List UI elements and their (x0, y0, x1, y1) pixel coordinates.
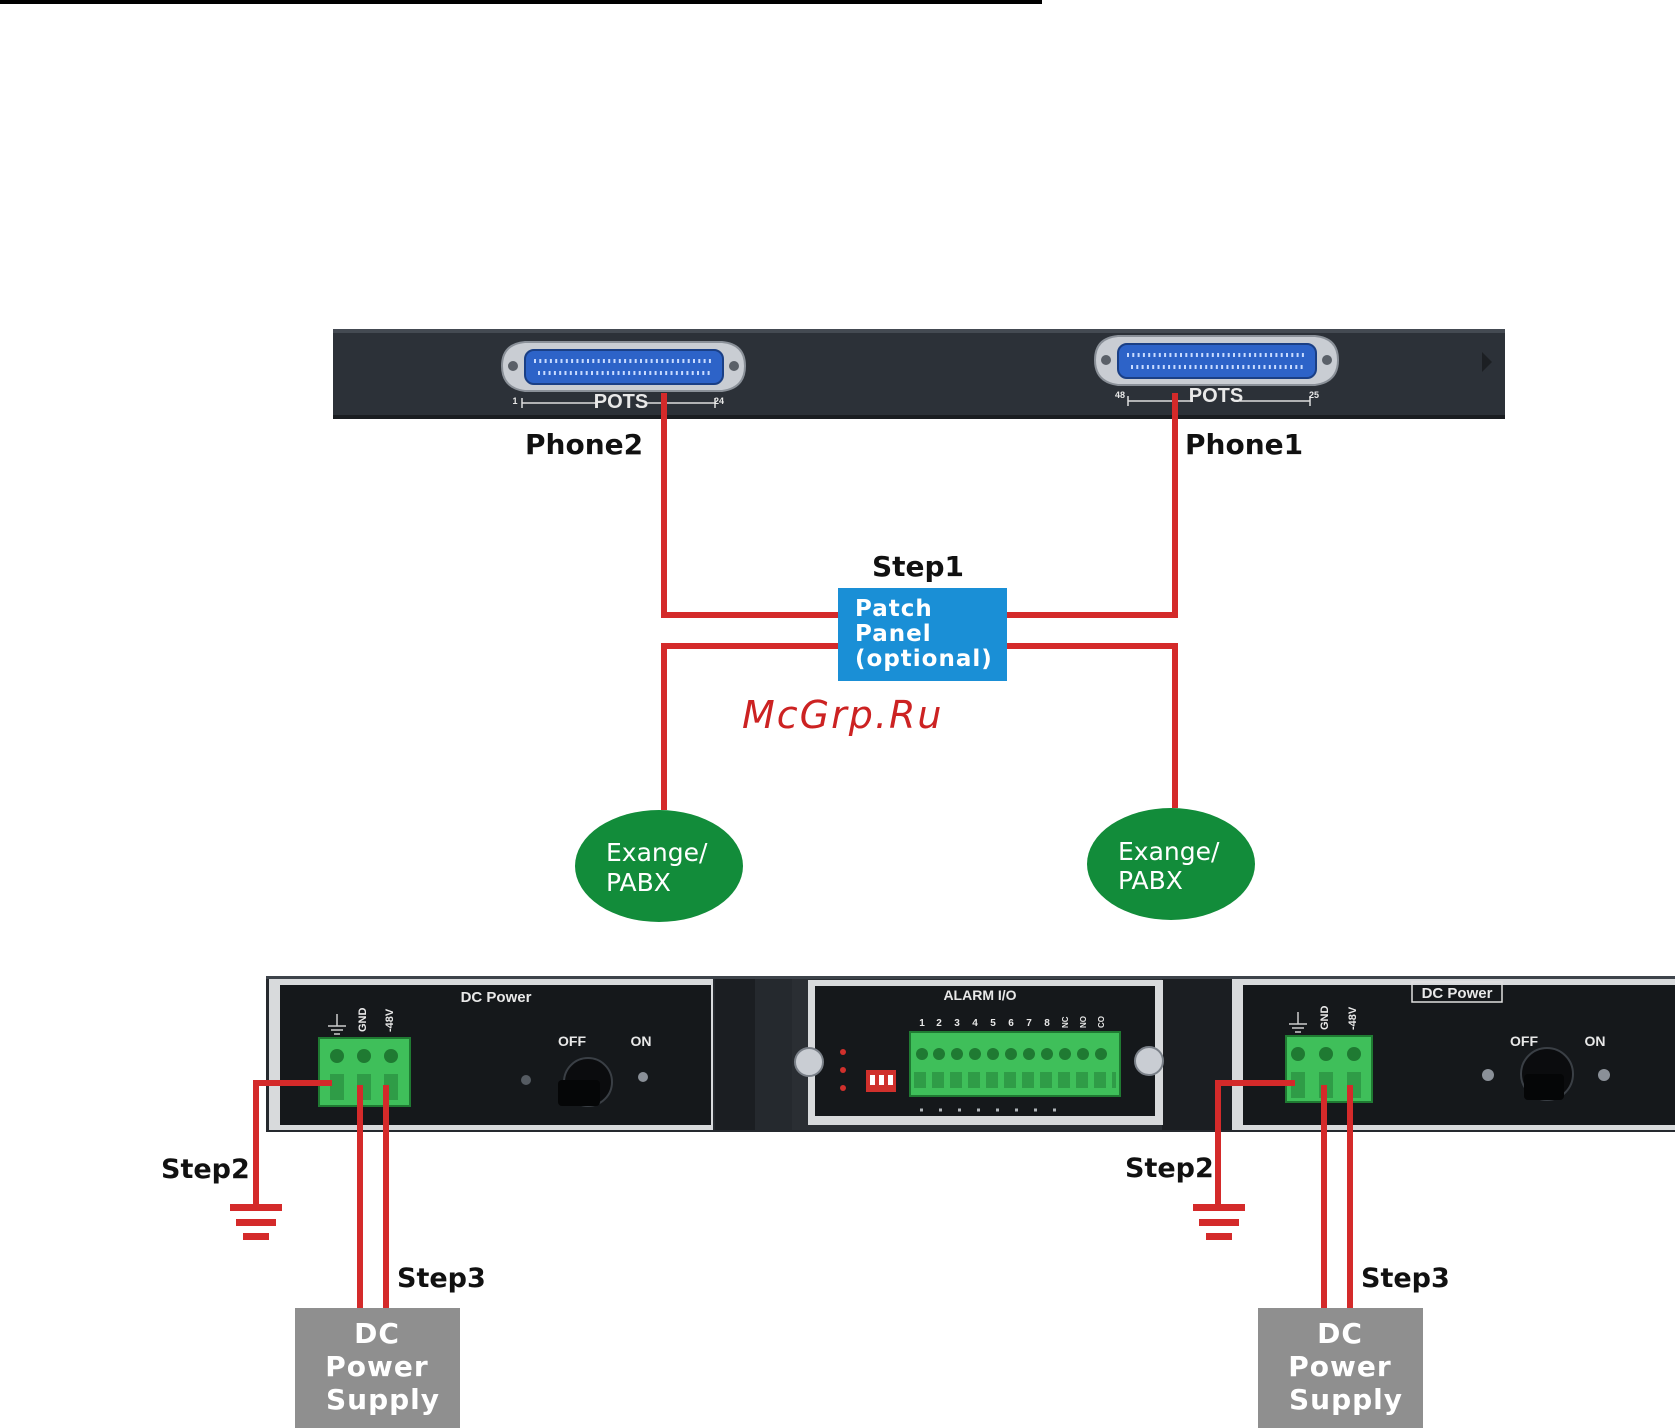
patch-panel-line-3: (optional) (855, 646, 993, 672)
wire-phone1-to-patch (1005, 393, 1175, 615)
dc-power-module-right: DC Power GND -48V OFF ON (1232, 979, 1675, 1130)
alarm-pin-3: 3 (954, 1018, 960, 1029)
alarm-pin-no: NO (1079, 1016, 1088, 1028)
minus48v-label-left: -48V (384, 1008, 396, 1032)
pin-start-right: 48 (1115, 390, 1125, 400)
switch-on-label-left: ON (631, 1033, 652, 1049)
gnd-label-right: GND (1319, 1006, 1331, 1031)
alarm-pin-co: CO (1097, 1016, 1106, 1028)
phone1-label: Phone1 (1185, 428, 1303, 461)
supply-left-line-2: Power (325, 1350, 428, 1383)
supply-right-line-3: Supply (1289, 1383, 1403, 1416)
exchange-right-line-2: PABX (1118, 866, 1183, 895)
exchange-right-line-1: Exange/ (1118, 837, 1220, 866)
exchange-left-line-1: Exange/ (606, 838, 708, 867)
alarm-pin-4: 4 (972, 1018, 978, 1029)
wire-patch-to-exchange-right (1005, 646, 1175, 808)
dc-power-supply-left: DC Power Supply (295, 1308, 460, 1428)
switch-off-label-right: OFF (1510, 1033, 1538, 1049)
phone2-label: Phone2 (525, 428, 643, 461)
pin-end-left: 24 (714, 396, 724, 406)
switch-off-label-left: OFF (558, 1033, 586, 1049)
top-chassis: POTS 1 24 POTS 48 25 (333, 329, 1505, 419)
switch-on-label-right: ON (1585, 1033, 1606, 1049)
wire-phone2-to-patch (664, 393, 840, 615)
step1-label: Step1 (872, 550, 964, 583)
alarm-title: ALARM I/O (943, 987, 1016, 1003)
step2-label-right: Step2 (1125, 1153, 1214, 1184)
supply-right-line-2: Power (1288, 1350, 1391, 1383)
patch-panel-line-1: Patch (855, 596, 933, 622)
alarm-pin-7: 7 (1026, 1018, 1032, 1029)
watermark: McGrp.Ru (742, 693, 943, 737)
alarm-pin-2: 2 (936, 1018, 942, 1029)
ground-symbol-right (1193, 1204, 1245, 1240)
exchange-right: Exange/ PABX (1087, 808, 1255, 920)
alarm-pin-5: 5 (990, 1018, 996, 1029)
minus48v-label-right: -48V (1347, 1006, 1359, 1030)
dc-power-title-right: DC Power (1422, 985, 1493, 1002)
header-rule (0, 0, 1042, 4)
step3-label-right: Step3 (1361, 1263, 1450, 1294)
pin-start-left: 1 (512, 396, 517, 406)
pots-connector-left: POTS 1 24 (502, 342, 745, 413)
dc-power-supply-right: DC Power Supply (1258, 1308, 1423, 1428)
patch-panel-line-2: Panel (855, 621, 932, 647)
alarm-pin-8: 8 (1044, 1018, 1050, 1029)
supply-left-line-3: Supply (326, 1383, 440, 1416)
supply-right-line-1: DC (1317, 1317, 1363, 1350)
alarm-pin-6: 6 (1008, 1018, 1014, 1029)
ground-symbol-left (230, 1204, 282, 1240)
alarm-pin-nc: NC (1061, 1016, 1070, 1028)
bottom-chassis: DC Power GND -48V OFF ON (266, 976, 1675, 1132)
gnd-label-left: GND (357, 1008, 369, 1033)
supply-left-line-1: DC (354, 1317, 400, 1350)
alarm-pin-1: 1 (919, 1018, 925, 1029)
exchange-left-line-2: PABX (606, 868, 671, 897)
alarm-io-module: ALARM I/O 1 2 3 4 5 6 7 8 NC NO CO (792, 979, 1163, 1130)
exchange-left: Exange/ PABX (575, 810, 743, 922)
dc-power-module-left: DC Power GND -48V OFF ON (269, 979, 713, 1130)
pin-end-right: 25 (1309, 390, 1319, 400)
patch-panel-box: Patch Panel (optional) (838, 588, 1007, 681)
pots-label-left: POTS (594, 391, 648, 413)
pots-label-right: POTS (1189, 385, 1243, 407)
dc-power-title-left: DC Power (461, 989, 532, 1006)
step2-label-left: Step2 (161, 1154, 250, 1185)
step3-label-left: Step3 (397, 1263, 486, 1294)
